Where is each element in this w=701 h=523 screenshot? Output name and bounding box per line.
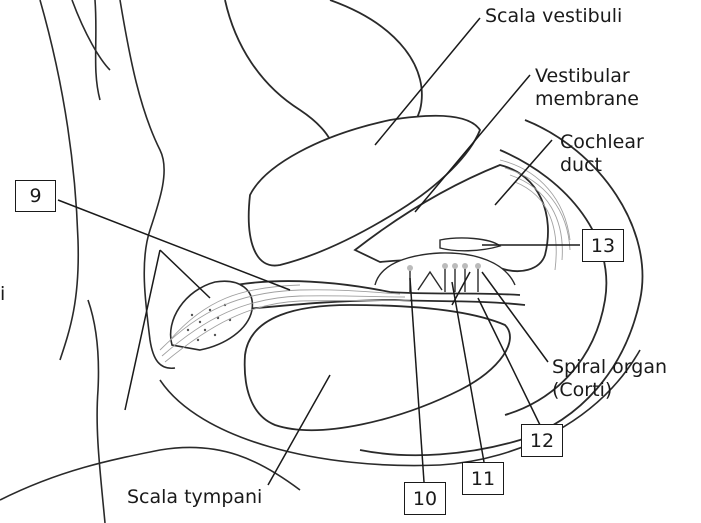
label-cochlear-duct-2: duct — [560, 155, 602, 176]
label-spiral-organ-2: (Corti) — [552, 380, 612, 401]
label-edge-fragment: i — [0, 284, 5, 305]
label-cochlear-duct-1: Cochlear — [560, 132, 644, 153]
number-box-10: 10 — [404, 482, 446, 515]
leader-9-b — [160, 250, 210, 298]
spiral-ganglion — [171, 281, 253, 350]
label-spiral-organ-1: Spiral organ — [552, 357, 667, 378]
leader-9-c — [125, 250, 160, 410]
number-box-13: 13 — [582, 229, 624, 262]
number-box-12: 12 — [521, 424, 563, 457]
scala-tympani-chamber — [245, 305, 510, 430]
label-scala-tympani: Scala tympani — [127, 487, 262, 508]
label-vestibular-membrane-1: Vestibular — [535, 66, 630, 87]
label-scala-vestibuli: Scala vestibuli — [485, 6, 622, 27]
number-box-9: 9 — [15, 180, 56, 212]
number-box-11: 11 — [462, 462, 504, 495]
label-vestibular-membrane-2: membrane — [535, 89, 639, 110]
